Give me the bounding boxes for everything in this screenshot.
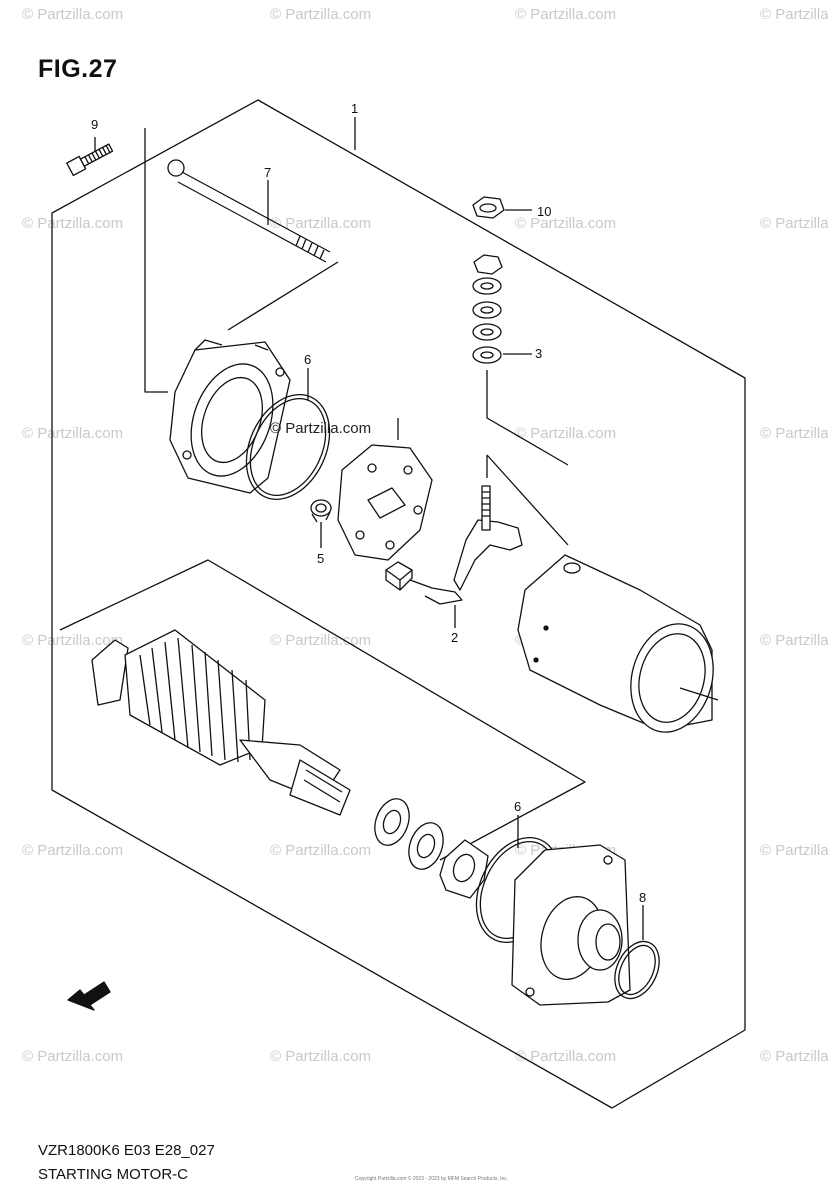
lock-washer <box>439 839 489 899</box>
nut-10 <box>472 196 505 219</box>
bracket-line <box>486 370 569 466</box>
callout-1: 1 <box>351 101 359 116</box>
watermark: © Partzilla.com <box>270 6 372 23</box>
copyright-notice: Copyright Partzilla.com © 2023 - 2023 by… <box>355 1176 509 1182</box>
watermark: © Partzilla.com <box>22 1048 124 1065</box>
gasket-6-upper <box>245 393 331 501</box>
fwd-arrow <box>67 981 111 1011</box>
watermark: © Partzilla.com <box>270 842 372 859</box>
bearing-5 <box>310 499 332 523</box>
shaft-washers <box>374 798 444 870</box>
callout-9: 9 <box>91 117 99 132</box>
watermark: © Partzilla.com <box>22 632 124 649</box>
watermark: © Partzilla.com <box>270 420 372 437</box>
bracket-line <box>227 261 339 331</box>
armature-outline <box>59 559 586 861</box>
watermark: © Partzilla.com <box>22 215 124 232</box>
watermark: © Partzilla.com <box>270 1048 372 1065</box>
assembly-outline <box>51 99 746 1109</box>
watermark: © Partzilla.com <box>515 425 617 442</box>
watermark: © Partzilla.com <box>760 6 828 23</box>
watermark: © Partzilla.com <box>760 632 828 649</box>
watermark: © Partzilla.com <box>760 842 828 859</box>
armature <box>91 629 351 816</box>
watermark: © Partzilla.com <box>22 6 124 23</box>
brush-holder-plate <box>337 418 433 561</box>
watermark: © Partzilla.com <box>515 6 617 23</box>
bolt-9 <box>66 143 114 177</box>
watermark: © Partzilla.com <box>760 425 828 442</box>
callout-2: 2 <box>451 630 459 645</box>
watermark: © Partzilla.com <box>270 215 372 232</box>
end-cover-upper <box>169 339 291 494</box>
figure-title: FIG.27 <box>38 55 118 83</box>
terminal-bracket <box>453 485 523 591</box>
callout-6-upper: 6 <box>304 352 312 367</box>
o-ring-8 <box>614 940 660 1000</box>
figure-name: STARTING MOTOR-C <box>38 1166 188 1183</box>
end-cover-lower <box>511 844 631 1006</box>
watermark: © Partzilla.com <box>22 842 124 859</box>
callout-7: 7 <box>264 165 272 180</box>
callout-5: 5 <box>317 551 325 566</box>
callout-8: 8 <box>639 890 647 905</box>
callout-3: 3 <box>535 346 543 361</box>
bracket-line <box>94 128 168 393</box>
watermark: © Partzilla.com <box>760 215 828 232</box>
watermark: © Partzilla.com <box>515 1048 617 1065</box>
yoke-housing <box>517 554 719 733</box>
long-bolt-7 <box>167 159 331 263</box>
figure-code: VZR1800K6 E03 E28_027 <box>38 1142 215 1159</box>
callout-6-lower: 6 <box>514 799 522 814</box>
watermark: © Partzilla.com <box>515 215 617 232</box>
washer-stack-3 <box>472 254 503 364</box>
watermark: © Partzilla.com <box>270 632 372 649</box>
bracket-line <box>486 454 569 546</box>
brush-2 <box>385 561 463 605</box>
watermark: © Partzilla.com <box>22 425 124 442</box>
callout-10: 10 <box>537 204 552 219</box>
watermark: © Partzilla.com <box>760 1048 828 1065</box>
